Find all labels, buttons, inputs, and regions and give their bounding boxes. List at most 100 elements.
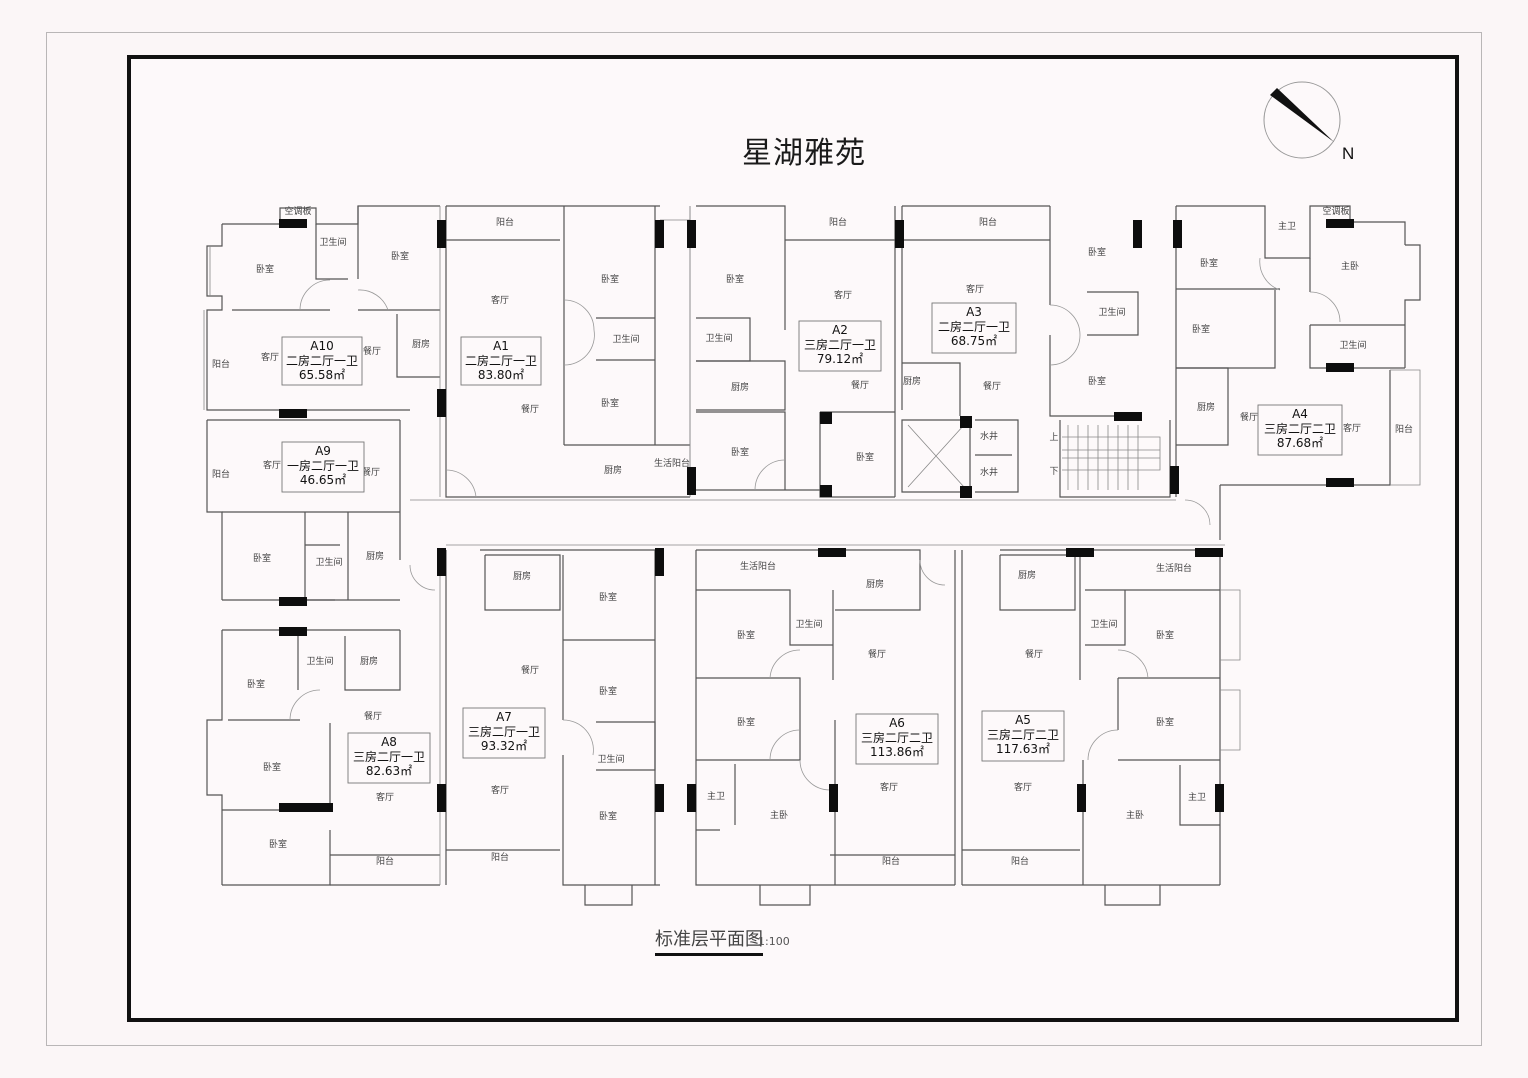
room-label: 卧室	[601, 397, 619, 409]
unit-layout: 三房二厅二卫	[861, 730, 933, 745]
room-label: 卧室	[391, 250, 409, 262]
unit-area: 46.65㎡	[300, 473, 346, 487]
room-label: 客厅	[263, 459, 281, 471]
wall-outline	[203, 205, 1421, 906]
plan-caption: 标准层平面图	[655, 928, 763, 956]
north-label: N	[1342, 144, 1355, 163]
project-title: 星湖雅苑	[742, 136, 866, 171]
room-label: 客厅	[880, 781, 898, 793]
room-label: 卫生间	[612, 333, 639, 345]
room-label: 阳台	[1395, 423, 1413, 435]
room-label: 空调板	[1322, 205, 1349, 217]
structural-columns	[279, 219, 1354, 812]
room-label: 客厅	[1343, 422, 1361, 434]
room-label: 生活阳台	[1156, 562, 1192, 574]
unit-id: A4	[1292, 407, 1308, 421]
unit-area: 68.75㎡	[951, 334, 997, 348]
room-label: 餐厅	[521, 664, 539, 676]
room-label: 卧室	[269, 838, 287, 850]
room-label: 阳台	[376, 855, 394, 867]
room-label: 餐厅	[364, 710, 382, 722]
room-label: 卧室	[856, 451, 874, 463]
room-label: 水井	[980, 466, 998, 478]
unit-layout: 二房二厅一卫	[286, 353, 358, 368]
room-label: 餐厅	[363, 345, 381, 357]
room-label: 卧室	[599, 685, 617, 697]
unit-area: 93.32㎡	[481, 739, 527, 753]
north-arrow-icon	[1263, 81, 1341, 159]
room-label: 阳台	[882, 855, 900, 867]
room-label: 卧室	[726, 273, 744, 285]
room-label: 客厅	[1014, 781, 1032, 793]
room-label: 餐厅	[521, 403, 539, 415]
room-label: 卧室	[1200, 257, 1218, 269]
unit-layout: 三房二厅一卫	[804, 337, 876, 352]
room-label: 卧室	[1192, 323, 1210, 335]
room-label: 主卧	[1126, 809, 1144, 821]
unit-id: A9	[315, 444, 331, 458]
room-label: 主卫	[1188, 791, 1206, 803]
room-label: 餐厅	[851, 379, 869, 391]
room-label: 卧室	[256, 263, 274, 275]
room-label: 卧室	[599, 810, 617, 822]
unit-id: A3	[966, 305, 982, 319]
room-label: 阳台	[496, 216, 514, 228]
unit-id: A7	[496, 710, 512, 724]
room-label: 卫生间	[306, 655, 333, 667]
room-label: 客厅	[966, 283, 984, 295]
room-label: 卧室	[601, 273, 619, 285]
room-labels: 空调板卧室卫生间卧室阳台客厅餐厅厨房阳台客厅卧室卫生间餐厅卧室厨房生活阳台卧室卫…	[212, 205, 1413, 867]
room-label: 厨房	[731, 381, 749, 393]
unit-layout: 一房二厅一卫	[287, 458, 359, 473]
room-label: 空调板	[284, 205, 311, 217]
unit-boxes: A10二房二厅一卫65.58㎡A1二房二厅一卫83.80㎡A2三房二厅一卫79.…	[281, 302, 1343, 784]
room-label: 卧室	[1156, 629, 1174, 641]
unit-layout: 三房二厅二卫	[987, 727, 1059, 742]
unit-id: A5	[1015, 713, 1031, 727]
room-label: 主卫	[1278, 220, 1296, 232]
room-label: 上	[1049, 432, 1058, 443]
room-label: 厨房	[1018, 569, 1036, 581]
unit-layout: 三房二厅一卫	[468, 724, 540, 739]
outer-frame	[46, 32, 1482, 1046]
room-label: 餐厅	[362, 466, 380, 478]
room-label: 卧室	[737, 716, 755, 728]
unit-layout: 三房二厅二卫	[1264, 421, 1336, 436]
room-label: 厨房	[366, 550, 384, 562]
room-label: 卫生间	[315, 556, 342, 568]
room-label: 阳台	[491, 851, 509, 863]
room-label: 卫生间	[319, 236, 346, 248]
unit-layout: 三房二厅一卫	[353, 749, 425, 764]
unit-area: 79.12㎡	[817, 352, 863, 366]
room-label: 主卫	[707, 790, 725, 802]
unit-area: 83.80㎡	[478, 368, 524, 382]
room-label: 餐厅	[983, 380, 1001, 392]
room-label: 厨房	[513, 570, 531, 582]
room-label: 卫生间	[1090, 618, 1117, 630]
room-label: 卧室	[247, 678, 265, 690]
door-swings	[289, 257, 1341, 791]
room-label: 客厅	[376, 791, 394, 803]
room-label: 水井	[980, 430, 998, 442]
unit-area: 87.68㎡	[1277, 436, 1323, 450]
room-label: 卧室	[1088, 375, 1106, 387]
unit-layout: 二房二厅一卫	[465, 353, 537, 368]
unit-id: A2	[832, 323, 848, 337]
room-label: 阳台	[212, 468, 230, 480]
room-label: 阳台	[829, 216, 847, 228]
room-label: 卧室	[1088, 246, 1106, 258]
room-label: 生活阳台	[654, 457, 690, 469]
room-label: 厨房	[866, 578, 884, 590]
room-label: 卧室	[731, 446, 749, 458]
room-label: 厨房	[604, 464, 622, 476]
unit-area: 82.63㎡	[366, 764, 412, 778]
unit-area: 113.86㎡	[870, 745, 924, 759]
